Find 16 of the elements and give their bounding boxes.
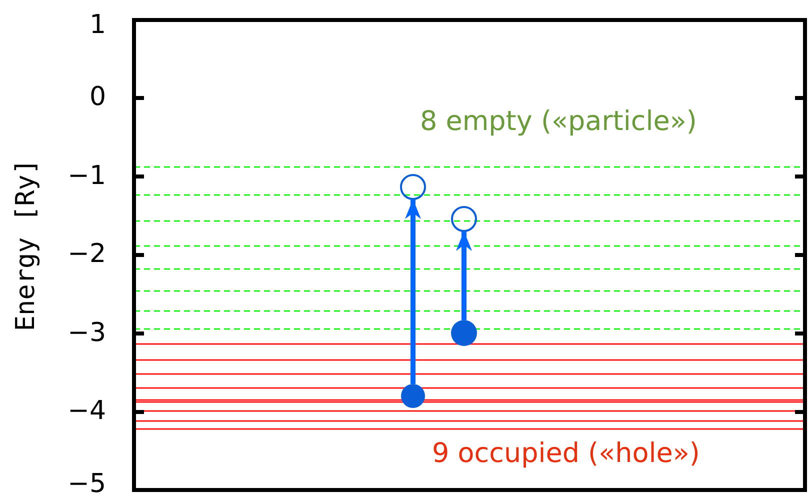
- axis-title: Energy [Ry]: [13, 158, 39, 334]
- axis-tick-label: −1: [66, 162, 106, 188]
- transition-arrow: [405, 199, 421, 384]
- empty-state-circle: [400, 174, 426, 200]
- occupied-levels-label: 9 occupied («hole»): [432, 438, 700, 470]
- axis-tick-label: −2: [66, 241, 106, 267]
- axis-tick-label: 1: [88, 12, 106, 38]
- filled-state-circle: [451, 320, 477, 346]
- empty-state-circle: [451, 206, 477, 232]
- axis-tick-label: 0: [88, 84, 106, 110]
- axis-tick-label: −5: [66, 470, 106, 496]
- axis-tick-label: −4: [66, 398, 106, 424]
- filled-state-circle: [401, 384, 425, 408]
- axis-tick-label: −3: [66, 320, 106, 346]
- transition-arrow: [456, 231, 472, 320]
- empty-levels-label: 8 empty («particle»): [420, 106, 697, 138]
